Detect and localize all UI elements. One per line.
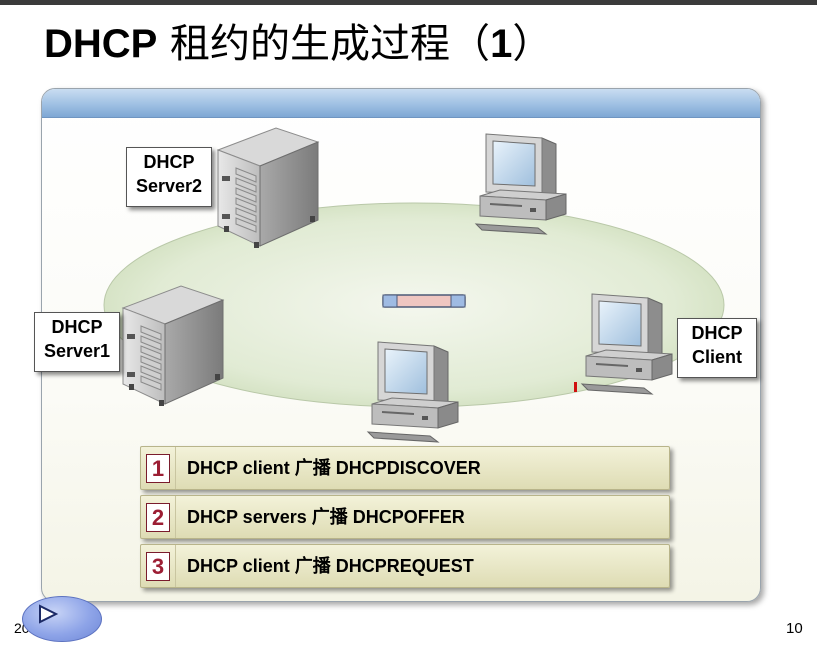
network-packet-icon bbox=[382, 294, 466, 308]
step-divider bbox=[175, 496, 176, 538]
play-button[interactable] bbox=[22, 596, 102, 642]
top-bar bbox=[0, 0, 817, 5]
step-divider bbox=[175, 545, 176, 587]
step-number: 3 bbox=[146, 552, 170, 581]
activity-marker bbox=[574, 382, 577, 392]
step-text: DHCP client 广播 DHCPDISCOVER bbox=[187, 458, 481, 478]
label-client: DHCP Client bbox=[677, 318, 757, 378]
step-2: 2 DHCP servers 广播 DHCPOFFER bbox=[140, 495, 670, 539]
title-close: ） bbox=[512, 21, 553, 67]
play-icon bbox=[39, 604, 59, 624]
title-text: 租约的生成过程（ bbox=[157, 21, 491, 67]
slide-title: DHCP 租约的生成过程（1） bbox=[44, 14, 552, 74]
panel-header bbox=[42, 89, 760, 118]
step-3: 3 DHCP client 广播 DHCPREQUEST bbox=[140, 544, 670, 588]
title-number: 1 bbox=[490, 22, 513, 66]
title-keyword: DHCP bbox=[44, 22, 158, 66]
step-1: 1 DHCP client 广播 DHCPDISCOVER bbox=[140, 446, 670, 490]
step-divider bbox=[175, 447, 176, 489]
step-text: DHCP servers 广播 DHCPOFFER bbox=[187, 507, 465, 527]
label-server1: DHCP Server1 bbox=[34, 312, 120, 372]
step-text: DHCP client 广播 DHCPREQUEST bbox=[187, 556, 474, 576]
desktop-computer-icon bbox=[367, 341, 459, 443]
server-tower-icon bbox=[122, 285, 224, 407]
page-number: 10 bbox=[786, 620, 803, 637]
step-number: 2 bbox=[146, 503, 170, 532]
step-number: 1 bbox=[146, 454, 170, 483]
label-server2: DHCP Server2 bbox=[126, 147, 212, 207]
